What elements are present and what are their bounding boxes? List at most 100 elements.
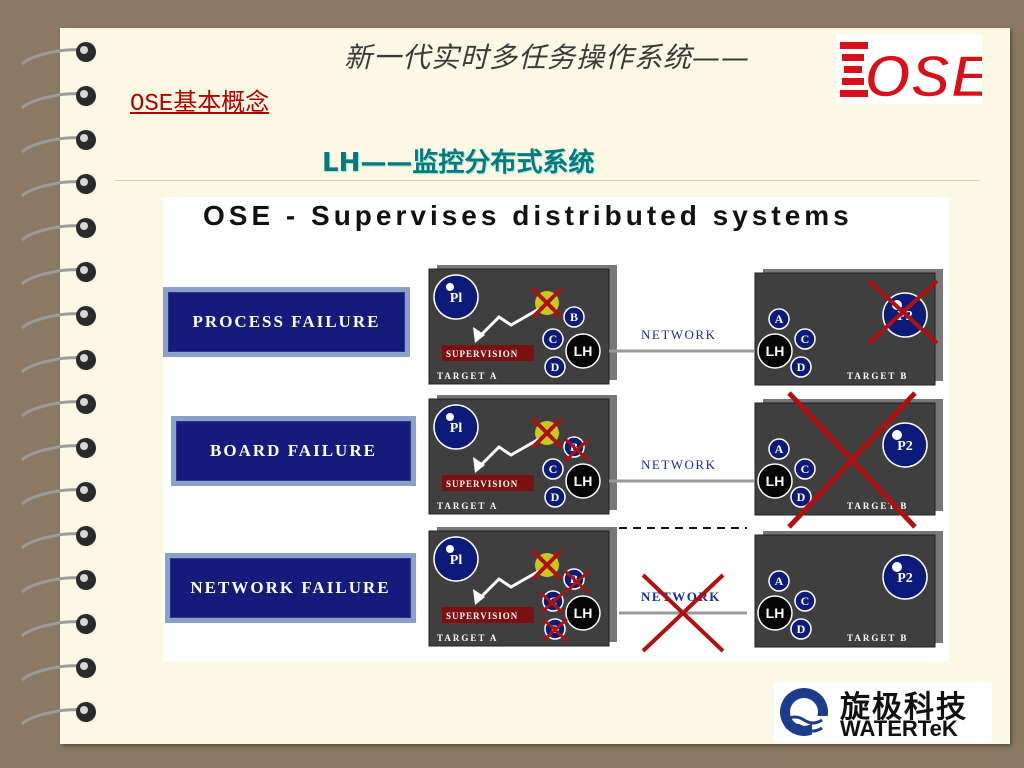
p2-label: P2 [897, 439, 913, 454]
network-label: NETWORK [641, 457, 717, 472]
d-label: D [797, 622, 806, 636]
spiral-wire [20, 180, 85, 198]
network-label: NETWORK [641, 589, 721, 604]
lh-node [565, 463, 601, 499]
p1-highlight [446, 413, 454, 421]
watertek-cn-name: 旋极科技 [840, 690, 968, 725]
lh-label: LH [574, 343, 593, 359]
a-node [768, 570, 790, 592]
p2-fail-cross-stroke [867, 279, 939, 345]
d-node [790, 356, 812, 378]
c-label: C [801, 462, 810, 476]
spiral-wire [20, 664, 85, 682]
b-node [563, 306, 585, 328]
binding-highlight [80, 486, 88, 494]
watertek-logo: 旋极科技 WATERTeK [774, 682, 992, 742]
network-fail-cross-stroke [641, 573, 725, 653]
supervision-arrow [477, 569, 540, 601]
target-b-label: TARGET B [847, 371, 908, 381]
binding-highlight [80, 530, 88, 538]
process-fail-cross-stroke [531, 549, 563, 581]
target-b-label: TARGET B [847, 633, 908, 643]
d-node [544, 356, 566, 378]
spiral-wire [20, 136, 85, 154]
d-node [544, 486, 566, 508]
supervision-banner [442, 345, 534, 361]
a-label: A [775, 442, 784, 456]
target-b-label: TARGET B [847, 501, 908, 511]
ose-logo: OSE [836, 34, 994, 111]
p1-label: Pl [450, 421, 463, 436]
supervision-arrowhead [473, 589, 485, 605]
c-node [794, 328, 816, 350]
binding-highlight [80, 90, 88, 98]
header-title: 新一代实时多任务操作系统—— [344, 41, 751, 74]
p2-highlight [892, 562, 902, 572]
network-label: NETWORK [641, 327, 717, 342]
board-fail-cross-stroke [787, 391, 917, 529]
supervision-arrow [477, 437, 540, 469]
spiral-wire [20, 708, 85, 726]
watertek-mark-icon [780, 688, 838, 742]
a-label: A [775, 312, 784, 326]
c-node [542, 328, 564, 350]
supervision-banner [442, 475, 534, 491]
spiral-wire [20, 444, 85, 462]
p1-node [433, 404, 479, 450]
lh-node [757, 463, 793, 499]
target-a-label: TARGET A [437, 633, 498, 643]
spiral-wire [20, 224, 85, 242]
spiral-wire [20, 576, 85, 594]
p2-highlight [892, 430, 902, 440]
lh-node [565, 595, 601, 631]
spiral-wire [20, 48, 85, 66]
spiral-wire [20, 400, 85, 418]
spiral-wire [20, 620, 85, 638]
p1-node [433, 274, 479, 320]
spiral-wire [20, 356, 85, 374]
c-node [794, 458, 816, 480]
a-node [768, 438, 790, 460]
a-node [768, 308, 790, 330]
diagram-title: OSE - Supervises distributed systems [203, 200, 853, 231]
spiral-wire [20, 312, 85, 330]
p1-node [433, 536, 479, 582]
lh-node [757, 595, 793, 631]
c-fail-cross-stroke [539, 591, 565, 615]
binding-highlight [80, 662, 88, 670]
process-failure-box: PROCESS FAILURE [163, 287, 410, 357]
board-failure-label: BOARD FAILURE [176, 421, 411, 481]
d-label: D [551, 490, 560, 504]
process-fail-cross-stroke [531, 287, 563, 319]
d-label: D [797, 360, 806, 374]
spiral-wire [20, 268, 85, 286]
ose-logo-text: OSE [864, 43, 982, 104]
binding-highlight [80, 706, 88, 714]
lh-label: LH [766, 473, 785, 489]
c-node [794, 590, 816, 612]
spiral-binding [20, 42, 96, 726]
lh-label: LH [766, 343, 785, 359]
supervision-banner [442, 607, 534, 623]
b-fail-cross-stroke [563, 569, 591, 595]
binding-highlight [80, 310, 88, 318]
target-a-label: TARGET A [437, 371, 498, 381]
c-label: C [801, 594, 810, 608]
slide-subtitle: LH——监控分布式系统 [322, 148, 595, 178]
d-label: D [797, 490, 806, 504]
lh-label: LH [574, 473, 593, 489]
p1-label: Pl [450, 291, 463, 306]
p1-label: Pl [450, 553, 463, 568]
p1-highlight [446, 545, 454, 553]
process-fail-cross-stroke [531, 417, 563, 449]
section-link-ose-concepts[interactable]: OSE基本概念 [130, 91, 270, 118]
supervision-diagram: OSE - Supervises distributed systems PRO… [163, 197, 949, 662]
binding-highlight [80, 442, 88, 450]
network-failure-box: NETWORK FAILURE [165, 553, 416, 623]
b-fail-cross-stroke [563, 437, 591, 463]
binding-highlight [80, 354, 88, 362]
supervision-label: SUPERVISION [446, 611, 518, 621]
